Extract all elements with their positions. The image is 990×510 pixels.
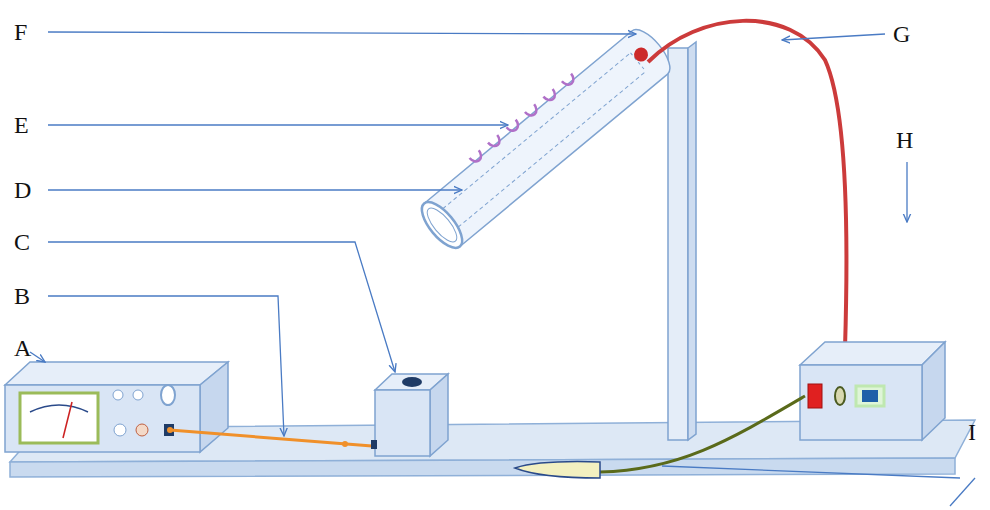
coil-turn bbox=[488, 135, 502, 149]
detector-box bbox=[371, 374, 448, 456]
control-box bbox=[800, 342, 945, 440]
coil-turn bbox=[470, 150, 484, 164]
meter-box bbox=[5, 362, 228, 452]
probe bbox=[515, 396, 805, 478]
part-letter: C bbox=[14, 230, 30, 254]
part-letter: H bbox=[896, 128, 913, 152]
part-letter: G bbox=[893, 22, 910, 46]
part-letter: E bbox=[14, 113, 29, 137]
coil-turn bbox=[506, 120, 520, 134]
coil-turn bbox=[562, 74, 576, 88]
red-cable bbox=[648, 21, 846, 348]
part-letter: B bbox=[14, 284, 30, 308]
coil-turn bbox=[525, 104, 539, 118]
glass-tube bbox=[411, 19, 677, 255]
coil-windings bbox=[470, 74, 577, 164]
part-letter: I bbox=[968, 420, 976, 444]
part-letter: A bbox=[14, 336, 31, 360]
part-letter: D bbox=[14, 178, 31, 202]
part-letter: F bbox=[14, 20, 27, 44]
coil-turn bbox=[543, 89, 557, 103]
stand-pillar bbox=[668, 42, 696, 440]
leader-lines bbox=[30, 32, 975, 506]
wire bbox=[167, 427, 372, 447]
